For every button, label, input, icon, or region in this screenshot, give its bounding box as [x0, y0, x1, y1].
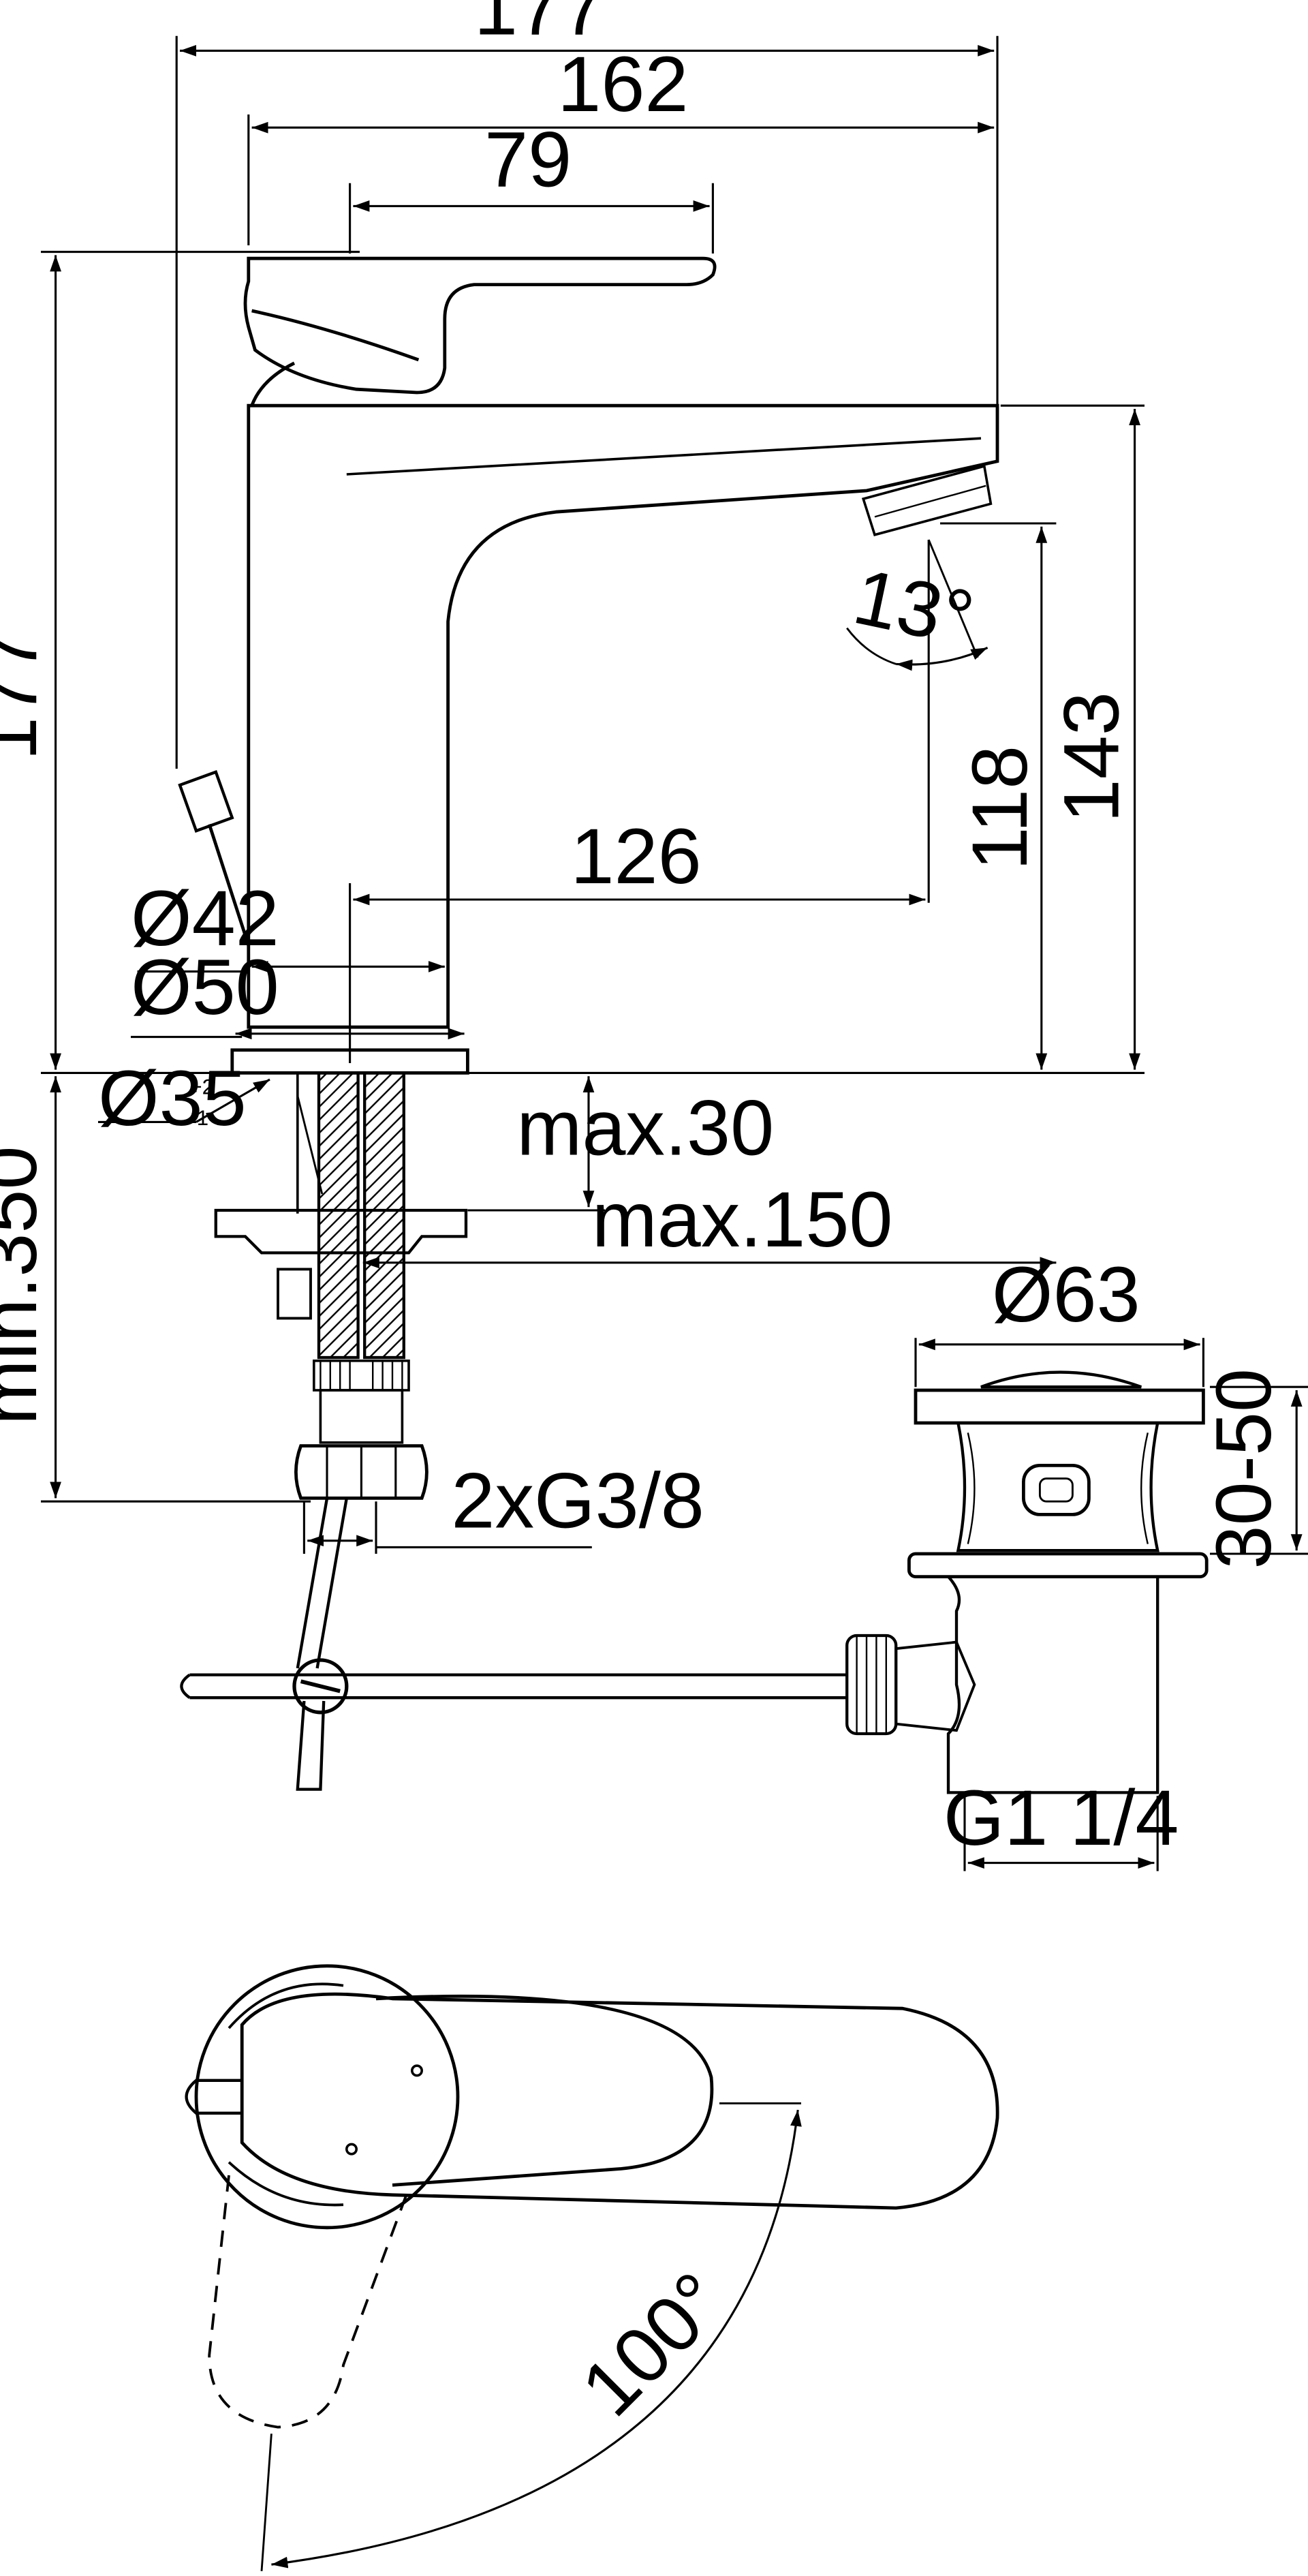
lever-top-crease	[375, 1994, 714, 2187]
rotation-arc	[271, 2109, 802, 2569]
dim-base-diameter: Ø50	[131, 944, 279, 1031]
popup-knob-top	[185, 2079, 244, 2115]
dim-body-diameter: Ø42	[131, 875, 279, 962]
lever-crease	[251, 309, 420, 362]
pivot-rod	[180, 1673, 847, 1700]
dim-hole-tol-plus: +2	[189, 1075, 214, 1099]
dim-rotation-angle: 100°	[565, 2256, 742, 2433]
clevis-clip	[292, 1658, 349, 1715]
faucet-top-view	[185, 1964, 999, 2571]
fixing-nut	[277, 1268, 312, 1320]
waste-tail	[946, 1576, 1159, 1794]
dim-min-hose: min.350	[0, 1146, 53, 1426]
dim-max-rod: max.150	[592, 1176, 893, 1263]
lever-top	[240, 1992, 999, 2210]
dim-max-thickness: max.30	[516, 1084, 774, 1171]
dim-spout-width: 162	[557, 41, 688, 128]
dim-hole-diameter: Ø35	[98, 1055, 247, 1142]
fixing-bracket	[214, 1208, 468, 1255]
waste-cap	[980, 1370, 1142, 1389]
dim-spout-reach: 126	[571, 813, 702, 900]
popup-knob	[178, 770, 234, 833]
lift-rod	[296, 1498, 348, 1791]
dim-overall-width: 177	[474, 0, 605, 51]
cartridge-dome	[250, 361, 296, 407]
lever-handle	[243, 256, 717, 395]
faucet-body	[247, 403, 999, 1029]
dimension-lines	[41, 35, 1308, 1871]
popup-rod	[207, 823, 251, 946]
spout-highlight	[346, 437, 982, 476]
dim-outlet-height: 118	[956, 746, 1044, 871]
dim-waste-diameter: Ø63	[992, 1251, 1140, 1338]
dim-overall-height: 177	[0, 630, 53, 761]
dim-outlet-angle: 13°	[847, 553, 981, 662]
dimension-labels: 177 162 79 177 143 118 126 13° Ø42 Ø50 Ø…	[0, 0, 1288, 2433]
waste-slot	[1021, 1464, 1091, 1516]
faucet-side-view	[178, 256, 999, 1500]
lever-rotated-dashed	[208, 2175, 410, 2429]
dim-hole-tol-minus: -1	[189, 1106, 208, 1130]
dim-hose-thread: 2xG3/8	[451, 1458, 704, 1545]
hose-left	[317, 1071, 360, 1360]
waste-assembly	[180, 1370, 1209, 1794]
rod-nut	[845, 1634, 898, 1736]
waste-body	[956, 1422, 1159, 1552]
aerator	[861, 464, 993, 536]
waste-flange	[914, 1388, 1205, 1425]
hose-right	[363, 1071, 405, 1360]
waste-lower-flange	[907, 1552, 1209, 1578]
dim-waste-height: 30-50	[1200, 1368, 1288, 1569]
dim-waste-thread: G1 1/4	[944, 1775, 1179, 1862]
dim-spout-height: 143	[1048, 692, 1136, 823]
dim-lever-length: 79	[484, 117, 572, 204]
lever-coupling	[894, 1640, 976, 1732]
hose-nut	[294, 1444, 429, 1500]
